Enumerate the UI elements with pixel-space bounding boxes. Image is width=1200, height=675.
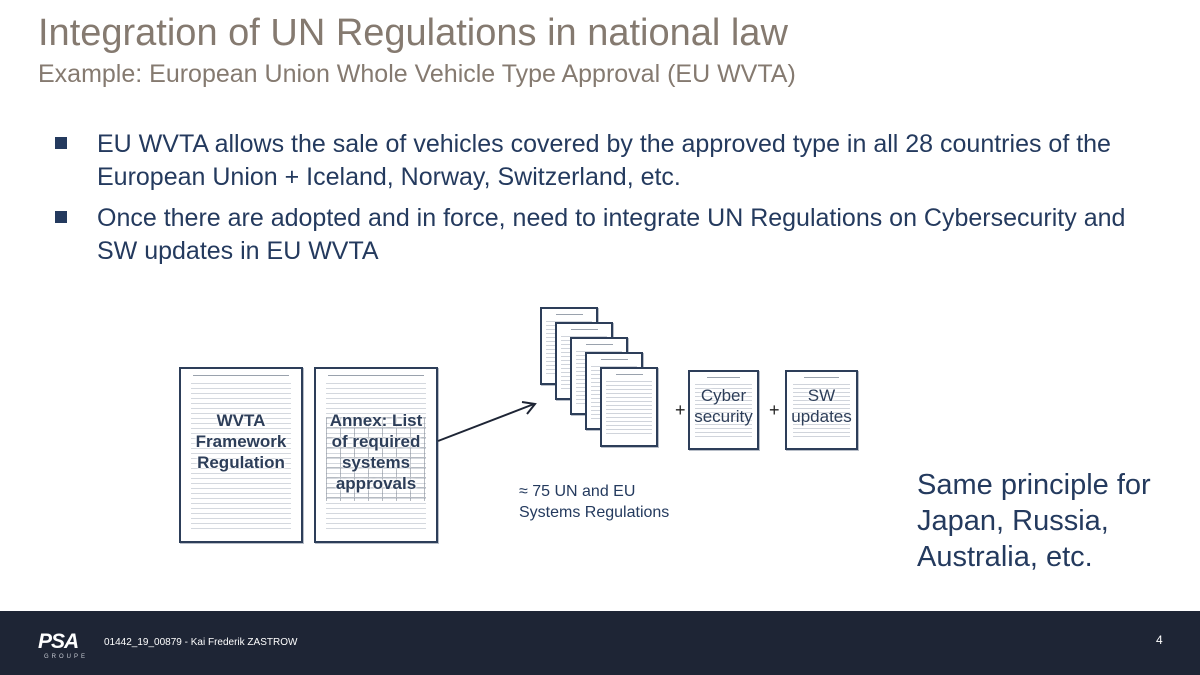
regulations-caption: ≈ 75 UN and EU Systems Regulations [519, 481, 669, 523]
cyber-security-document [688, 370, 759, 450]
annex-label: Annex: List of required systems approval… [329, 411, 423, 493]
cyber-security-label: Cyber security [694, 386, 753, 426]
bullet-item: Once there are adopted and in force, nee… [55, 202, 1165, 268]
same-principle-line: Japan, Russia, [917, 505, 1109, 537]
annex-document [314, 367, 438, 543]
bullet-list: EU WVTA allows the sale of vehicles cove… [55, 128, 1165, 276]
sw-updates-label: SW updates [791, 386, 852, 426]
sw-updates-document [785, 370, 858, 450]
framework-regulation-document [179, 367, 303, 543]
framework-regulation-label: WVTA Framework Regulation [195, 411, 287, 472]
bullet-item: EU WVTA allows the sale of vehicles cove… [55, 128, 1165, 194]
caption-line: Systems Regulations [519, 504, 670, 521]
regulation-document [600, 367, 658, 447]
square-bullet-icon [55, 137, 67, 149]
page-number: 4 [1156, 633, 1163, 647]
square-bullet-icon [55, 211, 67, 223]
psa-logo-subtitle: GROUPE [44, 654, 89, 660]
psa-logo: PSA [38, 630, 79, 653]
plus-sign: + [675, 400, 686, 420]
same-principle-text: Same principle for Japan, Russia, Austra… [917, 467, 1151, 575]
slide-title: Integration of UN Regulations in nationa… [38, 12, 788, 54]
bullet-text: EU WVTA allows the sale of vehicles cove… [97, 130, 1111, 191]
footer-reference: 01442_19_00879 - Kai Frederik ZASTROW [104, 637, 298, 648]
same-principle-line: Australia, etc. [917, 541, 1093, 573]
bullet-text: Once there are adopted and in force, nee… [97, 204, 1126, 265]
same-principle-line: Same principle for [917, 469, 1151, 501]
footer-bar: PSA GROUPE 01442_19_00879 - Kai Frederik… [0, 611, 1200, 675]
caption-line: ≈ 75 UN and EU [519, 483, 636, 500]
plus-sign: + [769, 400, 780, 420]
arrow-icon [437, 401, 537, 442]
slide-subtitle: Example: European Union Whole Vehicle Ty… [38, 60, 796, 88]
